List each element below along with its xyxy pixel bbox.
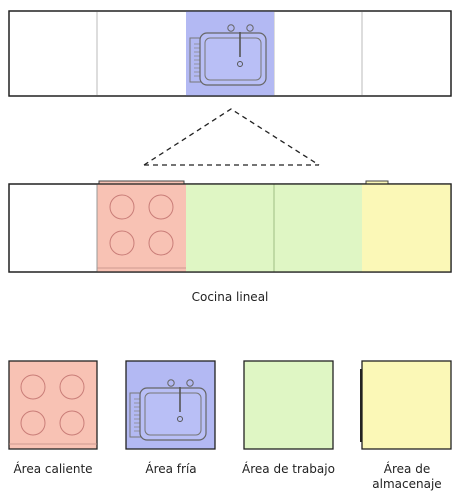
detail-hot-zone <box>97 184 186 272</box>
legend-label-hot: Área caliente <box>13 462 93 476</box>
legend-swatch-cold <box>125 360 216 450</box>
legend-label-work: Área de trabajo <box>242 462 335 476</box>
legend-swatch-storage <box>360 360 452 450</box>
diagram-caption: Cocina lineal <box>191 290 269 304</box>
legend-swatch-work <box>243 360 334 450</box>
detail-storage-zone <box>362 184 451 272</box>
legend-label-cold: Área fría <box>145 462 197 476</box>
detail-work-zone-1 <box>186 184 274 272</box>
top-wall-strip <box>8 10 452 97</box>
zoom-indicator <box>143 108 320 166</box>
detail-work-zone-2 <box>274 184 362 272</box>
legend-swatch-hot <box>8 360 98 450</box>
detail-strip <box>8 180 452 273</box>
legend-label-storage: Área de almacenaje <box>372 462 442 491</box>
